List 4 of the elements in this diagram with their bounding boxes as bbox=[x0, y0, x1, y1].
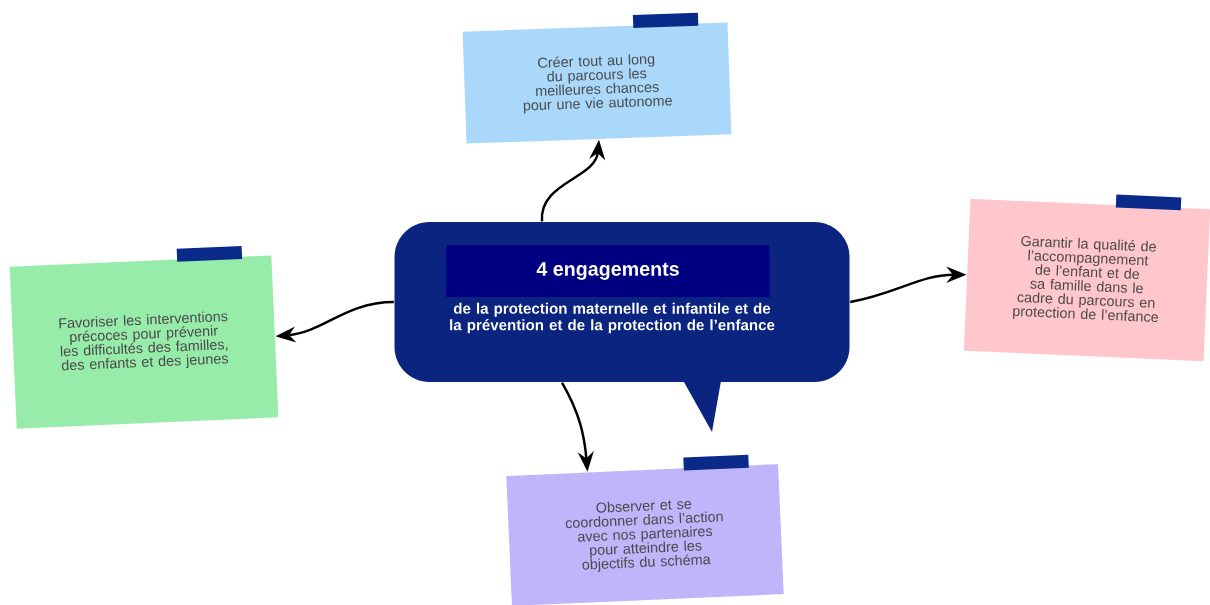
sticky-note: Observer et se coordonner dans l’action avec nos partenaires pour atteindre les objectifs du schéma bbox=[506, 454, 784, 605]
sticky-note: Garantir la qualité de l’accompagnement de l’enfant et de sa famille dans le cadre du parcours en protection de l’enfance bbox=[963, 194, 1210, 362]
sticky-note: Créer tout au long du parcours les meilleures chances pour une vie autonome bbox=[462, 12, 732, 144]
sticky-note: Favoriser les interventions précoces pour prévenir les difficultés des familles, des enfants et des jeunes bbox=[9, 246, 279, 429]
